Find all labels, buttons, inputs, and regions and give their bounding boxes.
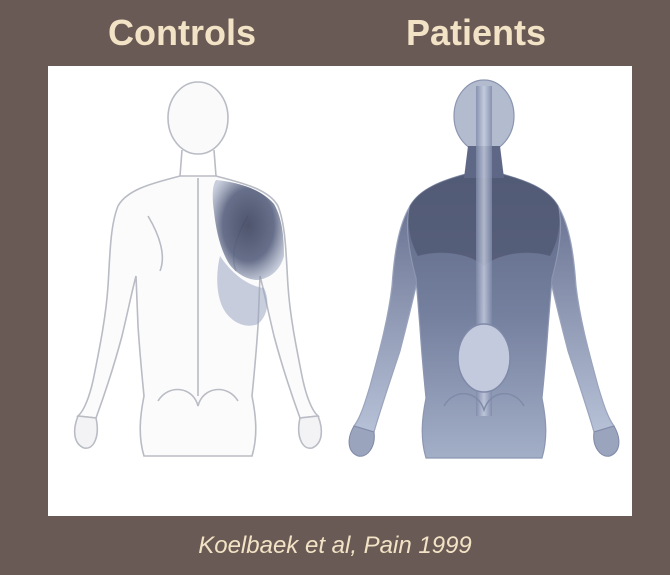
patients-left-hand: [349, 426, 374, 456]
body-maps: [48, 66, 632, 516]
patients-pain-lower-back: [458, 324, 510, 392]
controls-body-figure: [75, 82, 322, 456]
controls-left-hand: [75, 416, 98, 448]
controls-head: [168, 82, 228, 154]
body-map-panel: [48, 66, 632, 516]
citation: Koelbaek et al, Pain 1999: [0, 532, 670, 560]
patients-body-figure: [349, 80, 619, 458]
controls-heading: Controls: [108, 12, 256, 54]
controls-right-hand: [299, 416, 322, 448]
patients-right-hand: [594, 426, 619, 456]
patients-heading: Patients: [406, 12, 546, 54]
